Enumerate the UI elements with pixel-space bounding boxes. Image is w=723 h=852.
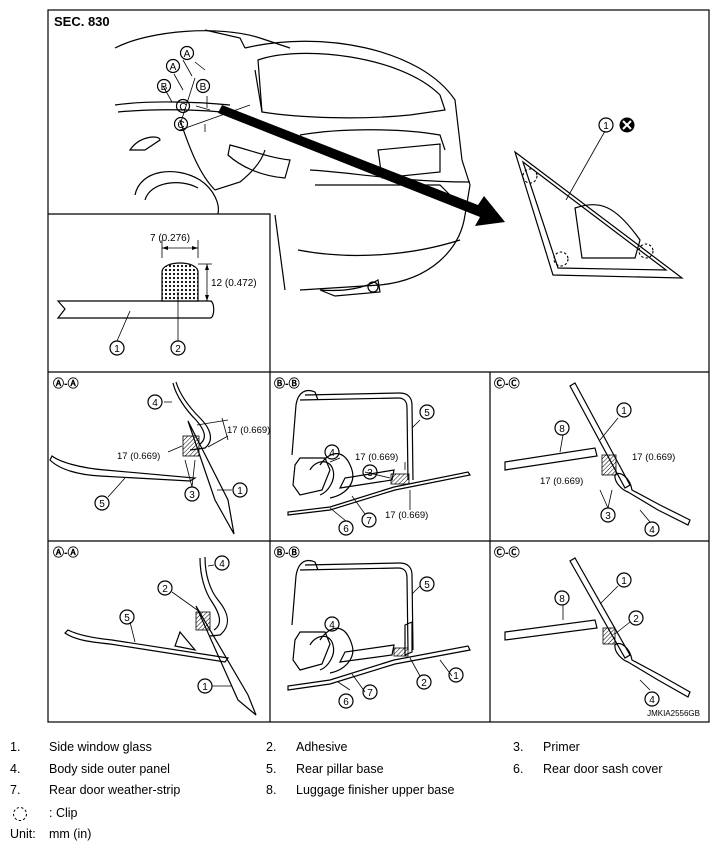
section-b-header: Ⓑ-Ⓑ (274, 545, 300, 559)
callout-2: 2 (162, 584, 168, 595)
legend-num: 7. (10, 783, 21, 797)
callout-3: 3 (605, 511, 611, 522)
callout-4: 4 (649, 525, 655, 536)
callout-4: 4 (329, 620, 335, 631)
callout-5: 5 (99, 499, 105, 510)
clip-icon (13, 807, 27, 821)
callout-2: 2 (421, 678, 427, 689)
legend-text: Rear door weather-strip (49, 783, 181, 797)
callout-1: 1 (237, 486, 243, 497)
callout-3: 3 (367, 468, 373, 479)
section-b-header: Ⓑ-Ⓑ (274, 376, 300, 390)
callout-7: 7 (367, 688, 373, 699)
callout-6: 6 (343, 697, 349, 708)
section-a-primer: 17 (0.669) 17 (0.669) 4 3 1 5 (49, 381, 270, 535)
callout-1: 1 (202, 682, 208, 693)
adhesive-bead-detail: 7 (0.276) 12 (0.472) 1 2 (56, 233, 257, 356)
callout-1: 1 (621, 406, 627, 417)
legend-text: Luggage finisher upper base (296, 783, 455, 797)
dim-17: 17 (0.669) (227, 425, 270, 436)
marker-a: A (184, 49, 191, 60)
callout-1: 1 (114, 344, 120, 355)
service-diagram: SEC. 830 A A B B C C (47, 9, 710, 723)
section-a-adhesive: 4 2 5 1 (64, 555, 257, 716)
callout-2: 2 (175, 344, 181, 355)
legend-num: 8. (266, 783, 277, 797)
dim-17: 17 (0.669) (385, 510, 428, 521)
callout-6: 6 (343, 524, 349, 535)
callout-4: 4 (152, 398, 158, 409)
legend-text: Rear door sash cover (543, 762, 663, 776)
section-a-header: Ⓐ-Ⓐ (53, 545, 79, 559)
callout-7: 7 (366, 516, 372, 527)
dim-width: 7 (0.276) (150, 233, 190, 244)
callout-2: 2 (633, 614, 639, 625)
view-markers: A A B B C C (156, 45, 211, 132)
legend-num: 6. (513, 762, 524, 776)
diagram-frame (47, 9, 710, 723)
marker-c: C (179, 102, 186, 113)
legend-num: 4. (10, 762, 21, 776)
callout-1: 1 (603, 121, 609, 132)
clip-label: : Clip (49, 806, 78, 820)
callout-5: 5 (424, 408, 430, 419)
marker-b: B (161, 82, 168, 93)
section-b-adhesive: 5 4 2 1 7 6 (287, 559, 471, 709)
pointer-arrow (218, 105, 505, 226)
side-window-detail: 1 (513, 117, 684, 279)
section-label: SEC. 830 (54, 14, 110, 29)
dim-17: 17 (0.669) (355, 452, 398, 463)
image-code: JMKIA2556GB (647, 709, 700, 718)
dim-17: 17 (0.669) (632, 452, 675, 463)
dim-17: 17 (0.669) (117, 451, 160, 462)
callout-4: 4 (219, 559, 225, 570)
legend-num: 2. (266, 740, 277, 754)
callout-8: 8 (559, 424, 565, 435)
legend-num: 5. (266, 762, 277, 776)
marker-c: C (177, 120, 184, 131)
callout-5: 5 (424, 580, 430, 591)
legend-text: Rear pillar base (296, 762, 384, 776)
section-c-primer: 17 (0.669) 17 (0.669) 1 8 3 4 (504, 382, 691, 537)
section-a-header: Ⓐ-Ⓐ (53, 376, 79, 390)
dim-17: 17 (0.669) (540, 476, 583, 487)
section-b-primer: 17 (0.669) 17 (0.669) 5 4 3 7 6 (287, 389, 471, 536)
legend-text: Side window glass (49, 740, 152, 754)
section-c-header: Ⓒ-Ⓒ (494, 376, 520, 390)
callout-1: 1 (621, 576, 627, 587)
callout-1: 1 (453, 671, 459, 682)
callout-4: 4 (329, 448, 335, 459)
section-headers: Ⓐ-Ⓐ Ⓑ-Ⓑ Ⓒ-Ⓒ Ⓐ-Ⓐ Ⓑ-Ⓑ Ⓒ-Ⓒ (53, 376, 520, 559)
legend-num: 1. (10, 740, 21, 754)
callout-3: 3 (189, 490, 195, 501)
section-c-header: Ⓒ-Ⓒ (494, 545, 520, 559)
callout-8: 8 (559, 594, 565, 605)
callout-4: 4 (649, 695, 655, 706)
unit-label: Unit: (10, 827, 36, 841)
callout-5: 5 (124, 613, 130, 624)
legend-text: Body side outer panel (49, 762, 170, 776)
dim-height: 12 (0.472) (211, 278, 257, 289)
marker-a: A (170, 62, 177, 73)
unit-value: mm (in) (49, 827, 92, 841)
marker-b: B (200, 82, 207, 93)
section-c-adhesive: 1 8 2 4 (504, 557, 691, 707)
legend-num: 3. (513, 740, 524, 754)
legend-text: Primer (543, 740, 580, 754)
legend-text: Adhesive (296, 740, 348, 754)
